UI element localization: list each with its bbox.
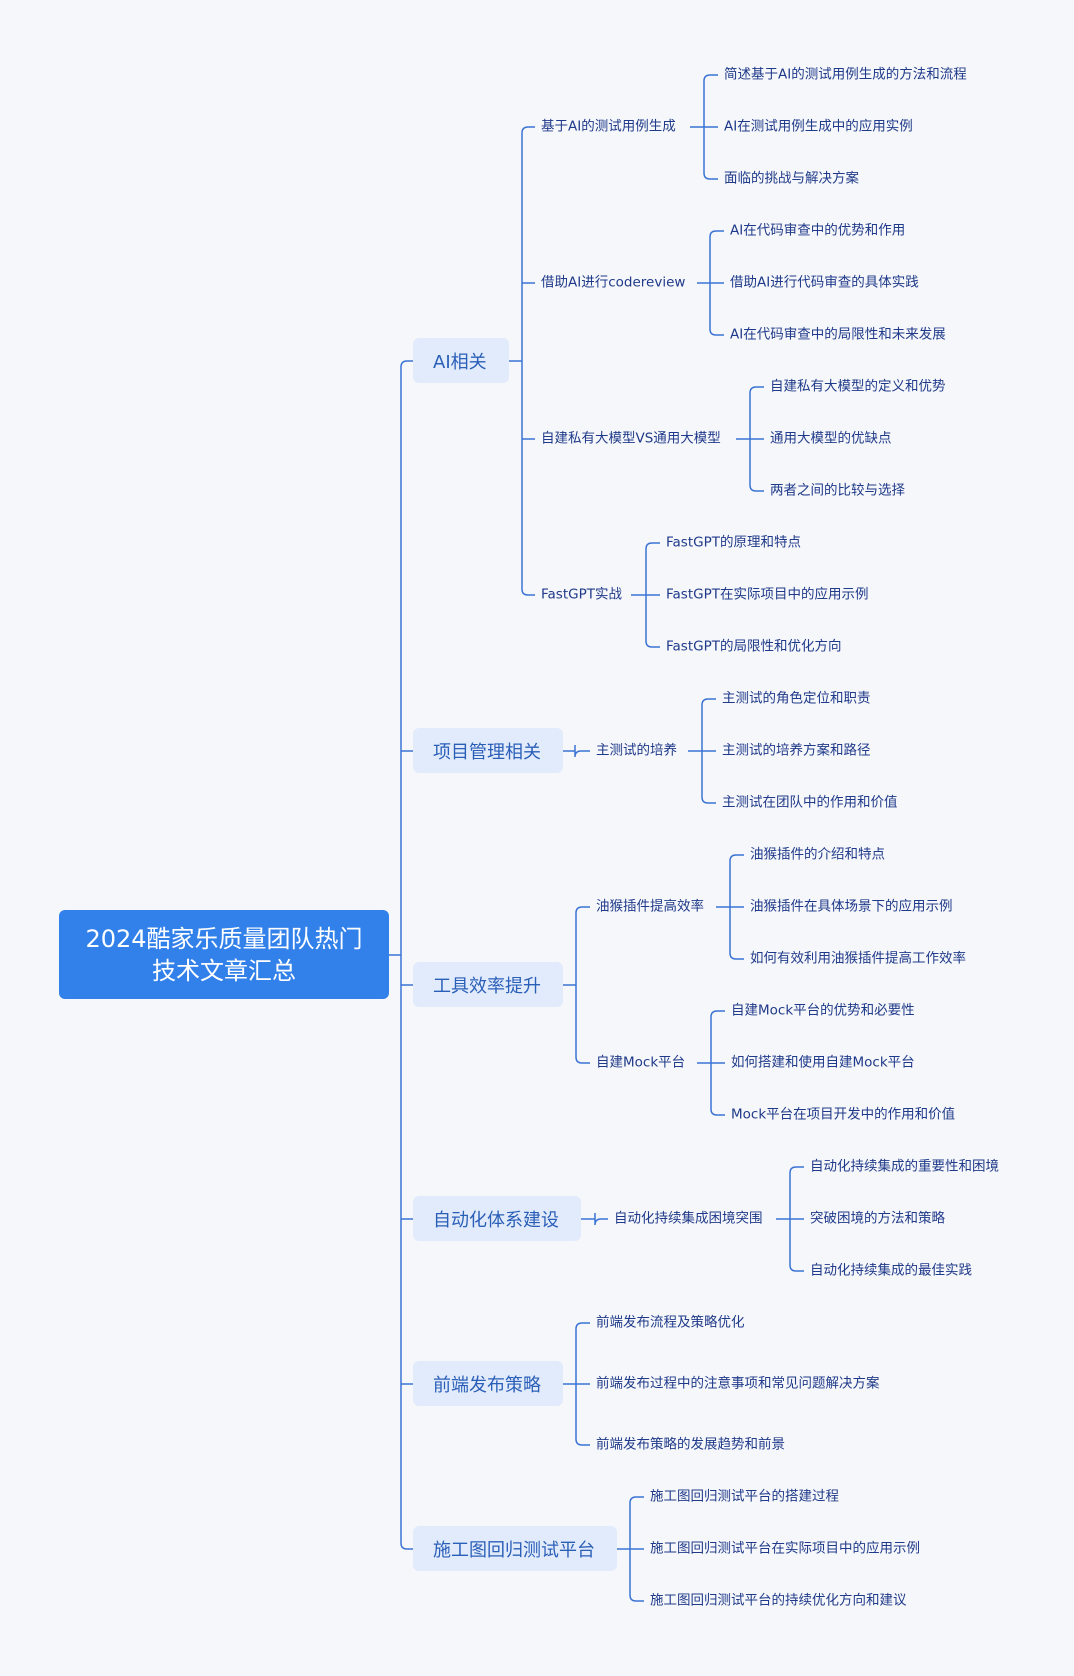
leaf[interactable]: AI在代码审查中的优势和作用 <box>730 222 906 239</box>
leaf[interactable]: 借助AI进行代码审查的具体实践 <box>730 274 919 291</box>
leaf[interactable]: 两者之间的比较与选择 <box>770 482 905 499</box>
topic-mock-platform[interactable]: 自建Mock平台 <box>596 1054 686 1071</box>
root-title-line1: 2024酷家乐质量团队热门 <box>85 924 363 953</box>
topic-main-tester[interactable]: 主测试的培养 <box>596 742 677 759</box>
leaf[interactable]: 简述基于AI的测试用例生成的方法和流程 <box>724 66 967 83</box>
leaf[interactable]: 前端发布流程及策略优化 <box>596 1314 745 1331</box>
leaf[interactable]: 主测试的角色定位和职责 <box>722 690 871 707</box>
leaf[interactable]: FastGPT的局限性和优化方向 <box>666 638 842 655</box>
leaf[interactable]: 通用大模型的优缺点 <box>770 430 892 447</box>
leaf[interactable]: FastGPT的原理和特点 <box>666 534 801 551</box>
leaf[interactable]: 如何有效利用油猴插件提高工作效率 <box>750 950 966 967</box>
branch-automation[interactable]: 自动化体系建设 <box>413 1196 581 1241</box>
leaf[interactable]: 面临的挑战与解决方案 <box>724 170 859 187</box>
leaf[interactable]: FastGPT在实际项目中的应用示例 <box>666 586 869 603</box>
branch-tool-efficiency[interactable]: 工具效率提升 <box>413 962 563 1007</box>
branch-frontend-release[interactable]: 前端发布策略 <box>413 1361 563 1406</box>
leaf[interactable]: 油猴插件的介绍和特点 <box>750 846 885 863</box>
leaf[interactable]: 油猴插件在具体场景下的应用示例 <box>750 898 953 915</box>
leaf[interactable]: 施工图回归测试平台的持续优化方向和建议 <box>650 1592 907 1609</box>
leaf[interactable]: 施工图回归测试平台的搭建过程 <box>650 1488 839 1505</box>
branch-ai[interactable]: AI相关 <box>413 338 509 383</box>
topic-private-model[interactable]: 自建私有大模型VS通用大模型 <box>541 430 721 447</box>
branch-project-management[interactable]: 项目管理相关 <box>413 728 563 773</box>
leaf[interactable]: 自建私有大模型的定义和优势 <box>770 378 946 395</box>
topic-fastgpt[interactable]: FastGPT实战 <box>541 586 622 603</box>
root-title-line2: 技术文章汇总 <box>151 956 296 985</box>
leaf[interactable]: AI在测试用例生成中的应用实例 <box>724 118 913 135</box>
leaf[interactable]: Mock平台在项目开发中的作用和价值 <box>731 1106 956 1123</box>
root-topic[interactable]: 2024酷家乐质量团队热门 技术文章汇总 <box>59 910 389 999</box>
leaf[interactable]: 前端发布策略的发展趋势和前景 <box>596 1436 785 1453</box>
leaf[interactable]: 施工图回归测试平台在实际项目中的应用示例 <box>650 1540 920 1557</box>
leaf[interactable]: 主测试在团队中的作用和价值 <box>722 794 898 811</box>
branch-regression-platform[interactable]: 施工图回归测试平台 <box>413 1526 617 1571</box>
leaf[interactable]: 前端发布过程中的注意事项和常见问题解决方案 <box>596 1375 880 1392</box>
topic-ai-testcase[interactable]: 基于AI的测试用例生成 <box>541 118 676 135</box>
leaf[interactable]: 自动化持续集成的最佳实践 <box>810 1262 972 1279</box>
leaf[interactable]: 突破困境的方法和策略 <box>810 1210 945 1227</box>
topic-ai-codereview[interactable]: 借助AI进行codereview <box>541 274 686 291</box>
leaf[interactable]: 自动化持续集成的重要性和困境 <box>810 1158 999 1175</box>
leaf[interactable]: AI在代码审查中的局限性和未来发展 <box>730 326 946 343</box>
topic-tampermonkey[interactable]: 油猴插件提高效率 <box>596 898 704 915</box>
topic-ci-breakthrough[interactable]: 自动化持续集成困境突围 <box>614 1210 763 1227</box>
leaf[interactable]: 如何搭建和使用自建Mock平台 <box>731 1054 915 1071</box>
leaf[interactable]: 自建Mock平台的优势和必要性 <box>731 1002 915 1019</box>
leaf[interactable]: 主测试的培养方案和路径 <box>722 742 871 759</box>
